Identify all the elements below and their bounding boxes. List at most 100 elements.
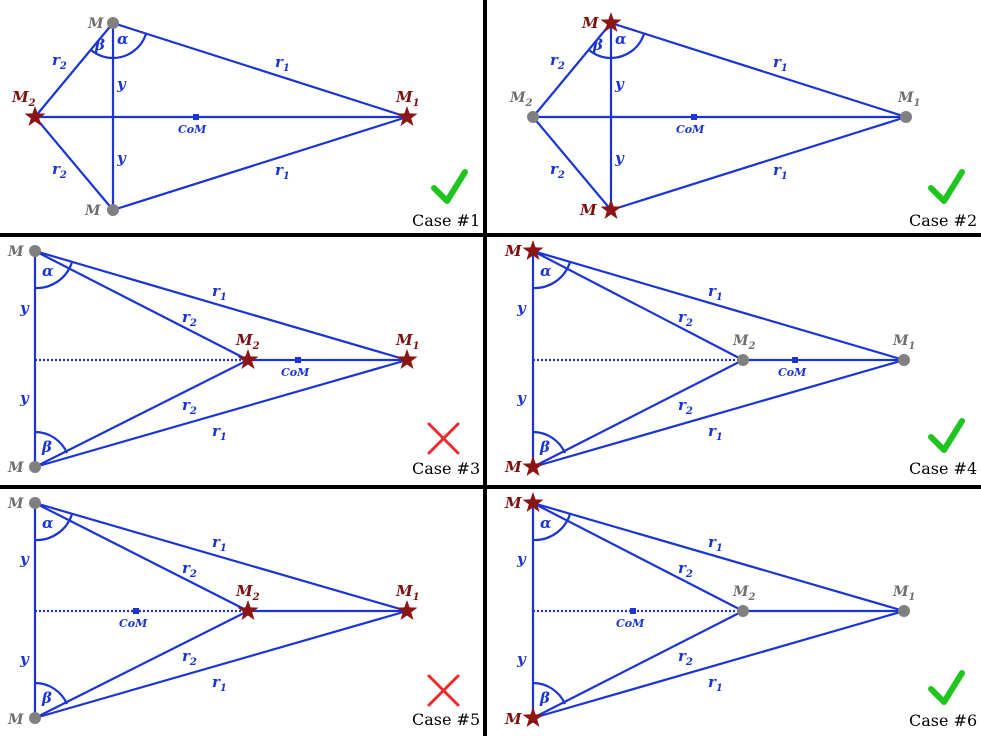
beta-label: β [41,438,52,456]
m1-label: M1 [892,584,915,603]
case-label: Case #6 [909,711,977,730]
m1-label: M1 [892,333,915,352]
r1-label: r1 [212,533,227,554]
r1-label: r1 [275,161,290,182]
mass-m-label: M [579,201,597,219]
mass-m-label: M [7,460,24,476]
m1-label: M1 [395,582,420,603]
r1-label: r1 [212,282,227,303]
r1-label: r1 [708,673,723,694]
r2-label: r2 [550,51,565,72]
mass-m2-dot [737,354,749,366]
y-label: y [19,389,30,407]
com-label: CoM [676,123,705,136]
alpha-label: α [540,262,552,280]
cross-icon [427,674,460,707]
com-marker [193,114,199,120]
m2-label: M2 [732,584,756,603]
m1-label: M1 [395,331,420,352]
y-label: y [516,550,527,568]
r2-label: r2 [52,51,67,72]
beta-label: β [539,689,550,707]
case-4-panel: CoM M M M2 M1 r2 r2 r1 r1 y y α β Case #… [504,240,977,478]
r2-label: r2 [678,396,693,417]
alpha-label: α [540,514,552,532]
com-marker [630,608,636,614]
m2-label: M2 [235,331,260,352]
r1-label: r1 [275,53,290,74]
m2-label: M2 [11,88,36,109]
mass-m-dot [29,461,41,473]
mass-m1-dot [898,354,910,366]
mass-m-dot [29,245,41,257]
beta-label: β [539,438,550,456]
y-label: y [516,299,527,317]
mass-m1-dot [898,605,910,617]
r1-label: r1 [773,161,788,182]
y-label: y [614,75,625,93]
mass-m-label: M [504,242,522,260]
com-label: CoM [778,366,807,379]
mass-m-label: M [504,494,522,512]
case-5-panel: CoM M M M2 M1 r2 r2 r1 r1 y y α β Case #… [7,496,480,729]
case-label: Case #3 [412,459,480,478]
com-label: CoM [119,617,148,630]
mass-m2-dot [737,605,749,617]
com-label: CoM [616,617,645,630]
beta-label: β [592,36,603,54]
y-label: y [116,75,127,93]
m2-label: M2 [732,333,756,352]
m2-label: M2 [509,90,533,109]
m1-label: M1 [897,90,920,109]
y-label: y [516,389,527,407]
m2-label: M2 [235,582,260,603]
mass-m-star [522,456,544,476]
case-label: Case #2 [909,211,977,230]
com-marker [133,608,139,614]
case-label: Case #5 [412,710,480,729]
r2-label: r2 [182,559,197,580]
check-icon [928,169,965,204]
alpha-label: α [42,262,54,280]
alpha-label: α [117,30,129,48]
case-label: Case #4 [909,459,977,478]
y-label: y [19,299,30,317]
r1-label: r1 [212,422,227,443]
mass-m-dot [107,17,119,29]
check-icon [431,169,468,204]
check-icon [928,670,965,705]
beta-label: β [94,36,105,54]
cross-icon [427,422,460,455]
mass-m-dot [29,712,41,724]
y-label: y [516,650,527,668]
mass-m-label: M [581,14,599,32]
mass-m-label: M [87,16,104,32]
mass-m1-dot [900,111,912,123]
mass-m-star [522,707,544,727]
r2-label: r2 [678,559,693,580]
mass-m-label: M [84,203,101,219]
mass-m-label: M [7,244,24,260]
mass-m-label: M [7,712,24,728]
com-marker [691,114,697,120]
case-2-panel: CoM M M M2 M1 r2 r2 r1 r1 y y α β Case #… [509,12,977,230]
case-label: Case #1 [412,211,480,230]
mass-m2-dot [527,111,539,123]
mass-m-label: M [504,710,522,728]
r2-label: r2 [182,647,197,668]
r1-label: r1 [708,533,723,554]
y-label: y [19,650,30,668]
check-icon [928,418,965,453]
case-1-panel: CoM M M M2 M1 r2 r2 r1 r1 y y α β Case #… [11,16,480,230]
m1-label: M1 [395,88,420,109]
r2-label: r2 [182,308,197,329]
r1-label: r1 [212,673,227,694]
mass-m-dot [29,497,41,509]
mass-m-label: M [7,496,24,512]
com-marker [295,357,301,363]
mass-m-label: M [504,458,522,476]
case-3-panel: CoM M M M2 M1 r2 r2 r1 r1 y y α β Case #… [7,244,480,478]
case-6-panel: CoM M M M2 M1 r2 r2 r1 r1 y y α β Case #… [504,492,977,730]
